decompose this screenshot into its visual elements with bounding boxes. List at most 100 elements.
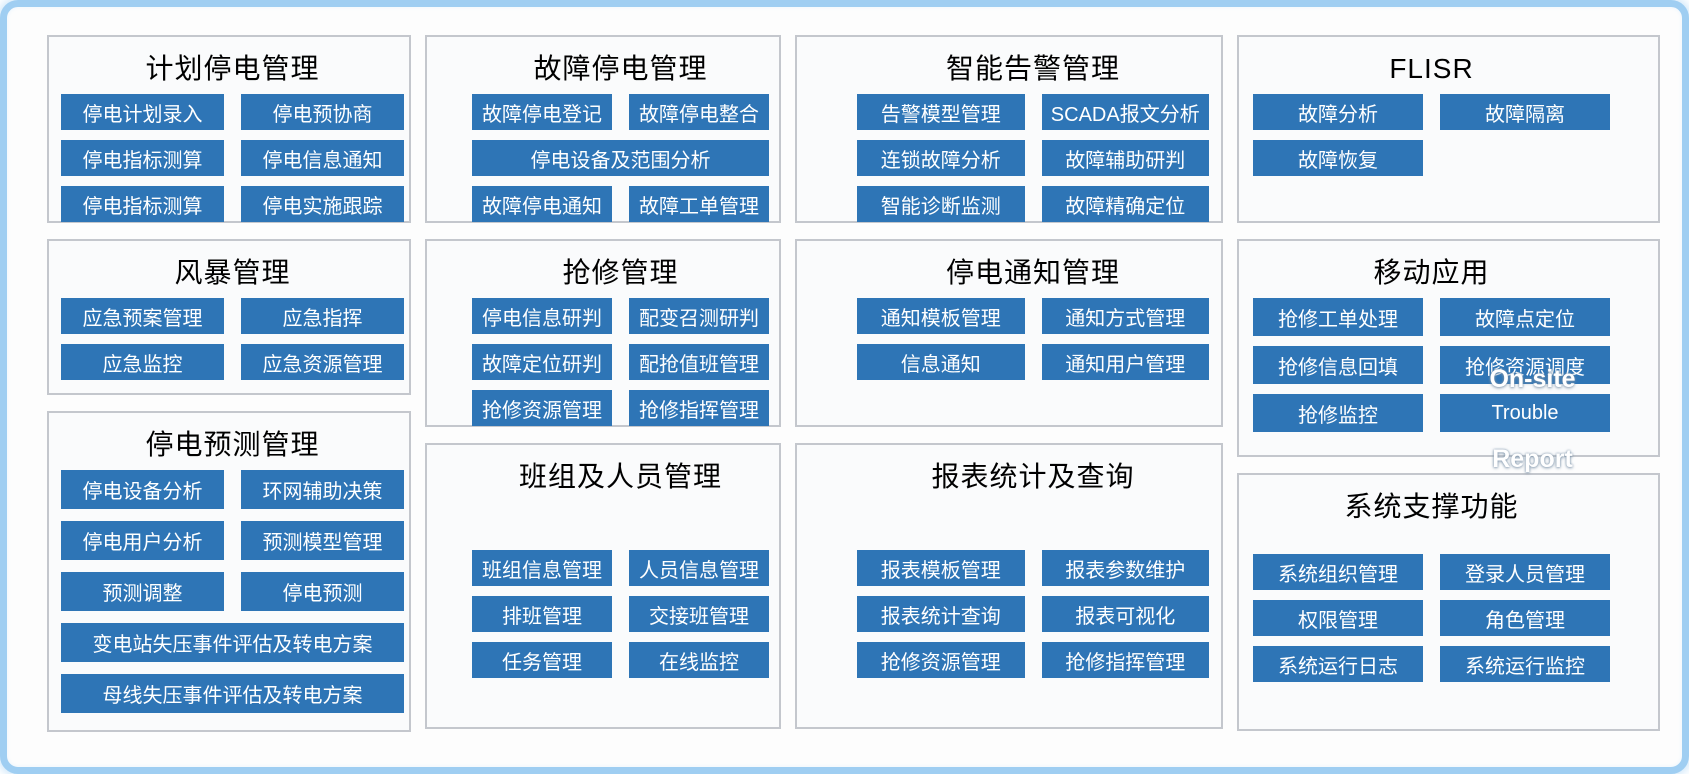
module-button[interactable]: 报表可视化	[1041, 596, 1209, 632]
module-button[interactable]: 报表模板管理	[857, 550, 1025, 586]
module-button[interactable]: 应急指挥	[241, 298, 404, 334]
module-button[interactable]: 报表统计查询	[857, 596, 1025, 632]
module-button[interactable]: 故障辅助研判	[1041, 140, 1209, 176]
module-button[interactable]: 故障停电整合	[629, 94, 769, 130]
module-button[interactable]: 故障停电登记	[472, 94, 612, 130]
module-button[interactable]: 智能诊断监测	[857, 186, 1025, 222]
module-button[interactable]: 报表参数维护	[1041, 550, 1209, 586]
module-button[interactable]: 停电指标测算	[61, 140, 224, 176]
panel-storm: 风暴管理应急预案管理应急指挥应急监控应急资源管理	[47, 239, 411, 395]
module-row: 智能诊断监测故障精确定位	[857, 186, 1209, 222]
module-button[interactable]: 停电计划录入	[61, 94, 224, 130]
module-button[interactable]: 抢修指挥管理	[1041, 642, 1209, 678]
module-button[interactable]: 通知方式管理	[1041, 298, 1209, 334]
panel-team: 班组及人员管理班组信息管理人员信息管理排班管理交接班管理任务管理在线监控	[425, 443, 781, 729]
module-button[interactable]: 停电预协商	[241, 94, 404, 130]
module-button[interactable]: 故障分析	[1253, 94, 1423, 130]
panel-fault-outage: 故障停电管理故障停电登记故障停电整合停电设备及范围分析故障停电通知故障工单管理	[425, 35, 781, 223]
module-button[interactable]: 故障精确定位	[1041, 186, 1209, 222]
module-rows: 班组信息管理人员信息管理排班管理交接班管理任务管理在线监控	[472, 550, 769, 678]
module-button[interactable]: 停电信息研判	[472, 298, 612, 334]
module-button[interactable]: 抢修指挥管理	[629, 390, 769, 426]
panel-system: 系统支撑功能系统组织管理登录人员管理权限管理角色管理系统运行日志系统运行监控	[1237, 473, 1660, 731]
module-row: 停电设备分析环网辅助决策	[61, 470, 404, 509]
grid-column-1: 计划停电管理停电计划录入停电预协商停电指标测算停电信息通知停电指标测算停电实施跟…	[47, 35, 411, 767]
module-row: 变电站失压事件评估及转电方案	[61, 623, 404, 662]
module-button[interactable]: 在线监控	[629, 642, 769, 678]
module-row: 停电指标测算停电实施跟踪	[61, 186, 404, 222]
module-button[interactable]: 交接班管理	[629, 596, 769, 632]
module-row: 故障分析故障隔离	[1253, 94, 1610, 130]
module-row: 停电指标测算停电信息通知	[61, 140, 404, 176]
module-button[interactable]: 信息通知	[857, 344, 1025, 380]
module-button[interactable]: 系统组织管理	[1253, 554, 1423, 590]
module-button[interactable]: 抢修工单处理	[1253, 298, 1423, 336]
module-button[interactable]: 停电预测	[241, 572, 404, 611]
module-button[interactable]: 应急监控	[61, 344, 224, 380]
module-button[interactable]: 母线失压事件评估及转电方案	[61, 674, 404, 713]
module-button[interactable]: 连锁故障分析	[857, 140, 1025, 176]
module-button[interactable]: 抢修信息回填	[1253, 346, 1423, 384]
module-button[interactable]: 环网辅助决策	[241, 470, 404, 509]
module-row: 抢修信息回填抢修资源调度	[1253, 346, 1610, 384]
module-row: 信息通知通知用户管理	[857, 344, 1209, 380]
module-button[interactable]: 抢修资源管理	[472, 390, 612, 426]
module-button[interactable]: 人员信息管理	[629, 550, 769, 586]
panel-title: 风暴管理	[174, 257, 291, 288]
module-button[interactable]: 任务管理	[472, 642, 612, 678]
module-button[interactable]: 故障工单管理	[629, 186, 769, 222]
module-row: 连锁故障分析故障辅助研判	[857, 140, 1209, 176]
module-button[interactable]: Trouble	[1440, 394, 1610, 432]
module-button[interactable]: 预测模型管理	[241, 521, 404, 560]
panel-repair: 抢修管理停电信息研判配变召测研判故障定位研判配抢值班管理抢修资源管理抢修指挥管理	[425, 239, 781, 427]
module-button[interactable]: 停电用户分析	[61, 521, 224, 560]
module-button[interactable]: 故障隔离	[1440, 94, 1610, 130]
module-button[interactable]: 故障定位研判	[472, 344, 612, 380]
module-button[interactable]: 系统运行监控	[1440, 646, 1610, 682]
module-button[interactable]: 停电指标测算	[61, 186, 224, 222]
module-button[interactable]: 停电实施跟踪	[241, 186, 404, 222]
module-button[interactable]: 通知模板管理	[857, 298, 1025, 334]
module-button[interactable]: 角色管理	[1440, 600, 1610, 636]
module-button[interactable]: 抢修资源调度	[1440, 346, 1610, 384]
module-button[interactable]: 应急资源管理	[241, 344, 404, 380]
module-button[interactable]: 故障恢复	[1253, 140, 1423, 176]
module-button[interactable]: 停电信息通知	[241, 140, 404, 176]
module-rows: 系统组织管理登录人员管理权限管理角色管理系统运行日志系统运行监控	[1253, 554, 1610, 682]
module-button[interactable]: 停电设备及范围分析	[472, 140, 769, 176]
module-button[interactable]: 故障停电通知	[472, 186, 612, 222]
module-button[interactable]: 配抢值班管理	[629, 344, 769, 380]
module-row: 故障停电登记故障停电整合	[472, 94, 769, 130]
panel-title: 班组及人员管理	[518, 461, 722, 492]
panel-report: 报表统计及查询报表模板管理报表参数维护报表统计查询报表可视化抢修资源管理抢修指挥…	[795, 443, 1223, 729]
module-row: 故障定位研判配抢值班管理	[472, 344, 769, 380]
module-button[interactable]: 通知用户管理	[1041, 344, 1209, 380]
module-button[interactable]: 排班管理	[472, 596, 612, 632]
module-button[interactable]: 应急预案管理	[61, 298, 224, 334]
module-button[interactable]: 故障点定位	[1440, 298, 1610, 336]
module-button[interactable]: 配变召测研判	[629, 298, 769, 334]
module-row: 应急预案管理应急指挥	[61, 298, 404, 334]
module-row: 班组信息管理人员信息管理	[472, 550, 769, 586]
module-button[interactable]: 权限管理	[1253, 600, 1423, 636]
module-button[interactable]: 变电站失压事件评估及转电方案	[61, 623, 404, 662]
module-row: 排班管理交接班管理	[472, 596, 769, 632]
module-button[interactable]: 抢修监控	[1253, 394, 1423, 432]
module-button[interactable]: 系统运行日志	[1253, 646, 1423, 682]
panel-title: 报表统计及查询	[931, 461, 1135, 492]
module-button[interactable]: 登录人员管理	[1440, 554, 1610, 590]
module-button[interactable]: SCADA报文分析	[1041, 94, 1209, 130]
module-button[interactable]: 告警模型管理	[857, 94, 1025, 130]
module-button[interactable]: 班组信息管理	[472, 550, 612, 586]
module-grid: 计划停电管理停电计划录入停电预协商停电指标测算停电信息通知停电指标测算停电实施跟…	[7, 7, 1682, 767]
module-rows: 应急预案管理应急指挥应急监控应急资源管理	[61, 298, 404, 380]
module-button[interactable]: 预测调整	[61, 572, 224, 611]
module-button[interactable]: 停电设备分析	[61, 470, 224, 509]
module-row: 母线失压事件评估及转电方案	[61, 674, 404, 713]
module-button[interactable]: 抢修资源管理	[857, 642, 1025, 678]
